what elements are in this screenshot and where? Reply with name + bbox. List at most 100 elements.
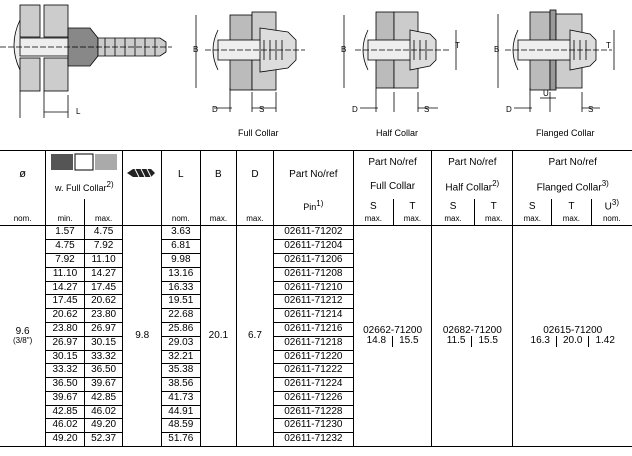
- grip-max: 36.50: [91, 364, 117, 376]
- pin-part-no: 02611-71202: [273, 226, 353, 241]
- header-full-part: Part No/ref: [352, 150, 432, 175]
- unit-B-label: max.: [199, 212, 237, 226]
- L-value: 51.76: [168, 433, 194, 445]
- L-value: 38.56: [162, 378, 200, 392]
- grip-max: 4.75: [93, 226, 114, 238]
- unit-flanged-S: max.: [512, 212, 552, 226]
- label-S: S: [259, 105, 264, 114]
- pin-part-no: 02611-71220: [273, 351, 353, 365]
- fastener-diagrams: L B D S B T D S: [0, 4, 615, 118]
- grip-min: 17.45: [46, 295, 85, 309]
- D-cell: 6.7: [236, 225, 274, 447]
- grip-max: 26.97: [91, 322, 117, 334]
- caption-flanged-collar: Flanged Collar: [536, 128, 595, 138]
- pin-part-no: 02611-71210: [273, 282, 353, 296]
- grip-min: 42.85: [46, 405, 85, 419]
- grip-min: 36.50: [46, 378, 85, 391]
- full-collar-diagram: [195, 11, 305, 112]
- grip-max: 17.45: [91, 281, 117, 293]
- grip-row: 36.50 39.67: [46, 378, 123, 392]
- fastener-pin-diagram: [0, 4, 172, 118]
- header-part-no-ref: Part No/ref: [272, 150, 354, 199]
- dia-cell: 9.6(3/8"): [12, 326, 33, 346]
- full-collar-S: 14.8: [366, 335, 387, 347]
- label-U-flanged: U: [543, 89, 549, 98]
- header-flanged-T: T: [551, 199, 592, 213]
- pin-part-no: 02611-71216: [273, 323, 353, 337]
- unit-dia: [0, 199, 46, 212]
- flanged-collar-S: 16.3: [530, 335, 550, 347]
- unit-half-S: max.: [431, 212, 475, 226]
- unit-L: [161, 199, 201, 213]
- grip-max: 14.27: [91, 267, 117, 279]
- grip-max: 49.20: [91, 419, 117, 431]
- grip-max: 33.32: [91, 350, 117, 362]
- grip-max: 11.10: [91, 253, 116, 265]
- half-collar-T: 15.5: [478, 335, 498, 347]
- unit-pin-label: [272, 212, 354, 226]
- pin-part-no: 02611-71212: [273, 295, 353, 310]
- unit-L-label: nom.: [161, 212, 201, 226]
- header-half-T: T: [473, 199, 513, 213]
- pin-part-no: 02611-71208: [273, 268, 353, 282]
- header-D: D: [236, 150, 274, 199]
- header-B: B: [199, 150, 237, 199]
- L-value: 48.59: [162, 419, 200, 434]
- header-L: L: [161, 150, 201, 199]
- grip-min: 26.97: [46, 336, 85, 350]
- drill-icon: [122, 150, 162, 199]
- unit-min: [45, 199, 85, 213]
- flanged-collar-U: 1.42: [595, 335, 615, 347]
- B-cell: 20.1: [199, 225, 237, 447]
- half-collar-S: 11.5: [446, 335, 466, 347]
- L-value: 25.86: [162, 323, 200, 337]
- label-D-half: D: [352, 105, 358, 114]
- grip-min: 20.62: [46, 309, 85, 322]
- header-pin: Pin1): [272, 199, 354, 213]
- unit-min-label: min.: [45, 212, 85, 226]
- L-value: 16.33: [162, 282, 200, 296]
- header-full-S: S: [352, 199, 394, 213]
- flanged-collar-diagram: [497, 9, 615, 112]
- header-half-part: Part No/ref: [431, 150, 513, 175]
- grip-max: 39.67: [91, 378, 117, 390]
- unit-full-S: max.: [352, 212, 394, 226]
- pin-part-no: 02611-71204: [273, 240, 353, 254]
- flanged-collar-part: 02615-71200: [543, 324, 603, 336]
- grip-max: 52.37: [91, 433, 117, 445]
- L-value: 41.73: [162, 392, 200, 406]
- L-value: 22.68: [162, 309, 200, 323]
- grip-icon: [45, 150, 123, 175]
- pin-part-no: 02611-71224: [273, 378, 353, 392]
- header-grip: w. Full Collar2): [45, 175, 123, 199]
- L-value: 13.16: [162, 268, 200, 282]
- label-D-flanged: D: [506, 105, 512, 114]
- half-collar-diagram: [343, 11, 457, 112]
- unit-max-label: max.: [83, 212, 123, 226]
- header-flanged-part: Part No/ref: [512, 150, 632, 175]
- label-D: D: [212, 105, 218, 114]
- half-collar-part: 02682-71200: [442, 324, 502, 336]
- spec-table: ø L B D Part No/ref Part No/ref Part No/…: [0, 150, 632, 447]
- label-S-flanged: S: [588, 105, 593, 114]
- unit-max: [83, 199, 123, 213]
- header-half-collar: Half Collar2): [431, 175, 513, 199]
- full-collar-T: 15.5: [399, 335, 419, 347]
- L-value: 35.38: [162, 364, 200, 379]
- label-L: L: [76, 107, 81, 116]
- label-S-half: S: [424, 105, 429, 114]
- grip-min: 46.02: [46, 419, 85, 433]
